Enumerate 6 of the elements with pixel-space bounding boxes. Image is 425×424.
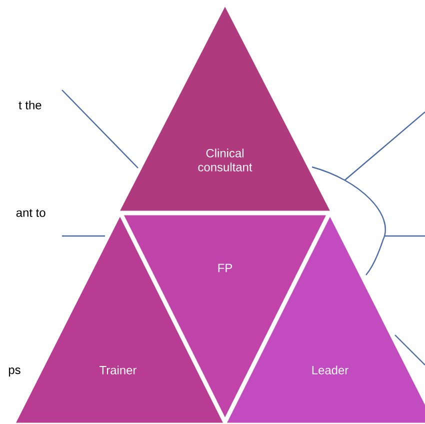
leader-line — [394, 334, 425, 366]
text: t the — [18, 100, 42, 110]
leader-line — [62, 235, 105, 237]
text: ant to — [16, 209, 46, 217]
text: ps — [8, 368, 20, 376]
leader-line — [62, 90, 138, 168]
